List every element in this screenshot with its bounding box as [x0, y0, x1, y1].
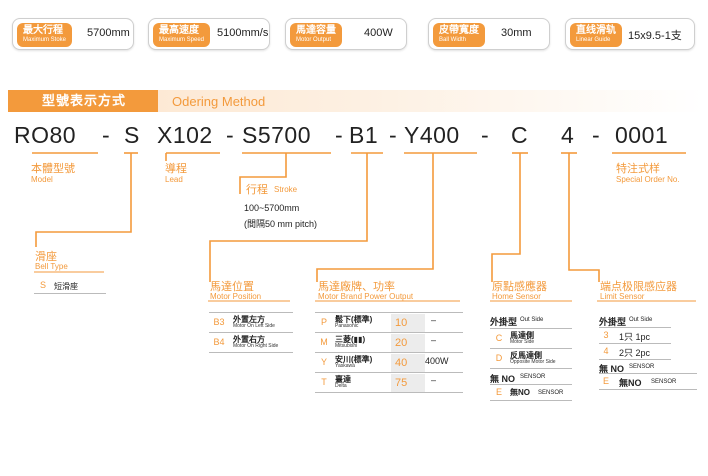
label-limit-sensor: 端点极限感应器 [600, 281, 677, 293]
label-brand-power: 馬達廠牌、功率 [318, 281, 395, 293]
limit-outer-label: 外掛型 [599, 317, 627, 327]
home-outer-label-en: Out Side [520, 317, 544, 323]
motor-position-table: B3 外置左方 Motor On Left Side B4 外置右方 Motor… [209, 312, 293, 353]
code-separator: - [335, 122, 344, 148]
connector-stroke [239, 153, 287, 194]
connector-bell [35, 153, 132, 247]
spec-value: 30mm [501, 27, 532, 39]
label-model: 本體型號 [31, 163, 75, 175]
power-watt: – [431, 315, 437, 325]
code-separator: - [389, 122, 398, 148]
code-output: Y400 [404, 122, 460, 148]
power-code: 40 [391, 354, 425, 372]
table-row: P 鬆下(標準) Panasonic 10 – [315, 313, 463, 333]
code-bell: S [124, 122, 140, 148]
power-code: 20 [391, 334, 425, 352]
table-row: M 三菱(▮▮) Mitsubishi 20 – [315, 333, 463, 353]
stroke-pitch: (間隔50 mm pitch) [244, 219, 318, 229]
limit-none-table: E 無NO SENSOR [599, 373, 697, 390]
code-brand: B1 [349, 122, 379, 148]
code-limit: 4 [561, 122, 575, 148]
code-order: 0001 [615, 122, 669, 148]
label-limit-sensor-en: Limit Sensor [600, 292, 645, 301]
limit-sensor-table: 3 1只 1pc 4 2只 2pc [599, 327, 671, 360]
label-bell-en: Bell Type [35, 262, 68, 271]
spec-value: 15x9.5-1支 [628, 30, 682, 42]
power-watt: – [431, 335, 437, 345]
connector-home-sensor [491, 153, 521, 282]
table-row: T 臺達 Delta 75 – [315, 373, 463, 393]
limit-outer-label-en: Out Side [629, 317, 653, 323]
table-row: B4 外置右方 Motor On Right Side [209, 333, 293, 353]
table-row: Y 安川(標準) Yaskawa 40 400W [315, 353, 463, 373]
label-lead: 導程 [165, 163, 187, 175]
code-separator: - [481, 122, 490, 148]
power-code: 75 [391, 374, 425, 392]
label-brand-power-en: Motor Brand Power Output [318, 292, 414, 301]
label-stroke-en: Stroke [274, 185, 298, 194]
power-watt: 400W [425, 356, 449, 366]
label-home-sensor: 原點感應器 [492, 281, 547, 293]
code-separator: - [102, 122, 111, 148]
table-row: E 無NO SENSOR [599, 374, 697, 390]
table-row: E 無NO SENSOR [490, 385, 572, 401]
section-subtitle: Odering Method [172, 94, 266, 109]
code-home: C [511, 122, 529, 148]
label-stroke: 行程 [246, 184, 268, 196]
home-sensor-table: C 馬達側 Motor Side D 反馬達側 Opposite Motor S… [490, 328, 572, 369]
brand-power-table: P 鬆下(標準) Panasonic 10 – M 三菱(▮▮) Mitsubi… [315, 312, 463, 393]
stroke-range: 100~5700mm [244, 203, 300, 213]
label-special-order: 特注式样 [616, 163, 660, 175]
bell-table: S 短滑座 [34, 278, 106, 294]
power-watt: – [431, 375, 437, 385]
code-separator: - [592, 122, 601, 148]
label-motor-position: 馬達位置 [210, 281, 254, 293]
connector-motor-position [209, 153, 368, 282]
table-row: D 反馬達側 Opposite Motor Side [490, 349, 572, 369]
section-header-bar [8, 90, 704, 112]
label-bell: 滑座 [35, 251, 57, 263]
connector-brand-power [316, 153, 434, 282]
home-none-label: 無 NO [490, 374, 516, 384]
code-stroke: S5700 [242, 122, 312, 148]
home-outer-label: 外掛型 [490, 317, 518, 327]
table-row: C 馬達側 Motor Side [490, 329, 572, 349]
code-separator: - [226, 122, 235, 148]
label-lead-en: Lead [165, 175, 183, 184]
table-row: 4 2只 2pc [599, 344, 671, 360]
section-title: 型號表示方式 [8, 90, 158, 112]
spec-value: 5100mm/s [217, 27, 269, 39]
code-model: RO80 [14, 122, 77, 148]
label-special-order-en: Special Order No. [616, 175, 680, 184]
power-code: 10 [391, 314, 425, 332]
table-row: B3 外置左方 Motor On Left Side [209, 313, 293, 333]
table-row: 3 1只 1pc [599, 328, 671, 344]
connector-limit-sensor [568, 153, 600, 282]
table-row: S 短滑座 [34, 278, 106, 294]
limit-none-label: 無 NO [599, 364, 625, 374]
code-lead: X102 [157, 122, 213, 148]
label-home-sensor-en: Home Sensor [492, 292, 541, 301]
home-none-label-en: SENSOR [520, 374, 546, 380]
label-motor-position-en: Motor Position [210, 292, 262, 301]
spec-value: 5700mm [87, 27, 130, 39]
limit-none-label-en: SENSOR [629, 364, 655, 370]
spec-value: 400W [364, 27, 393, 39]
home-none-table: E 無NO SENSOR [490, 384, 572, 401]
label-model-en: Model [31, 175, 53, 184]
